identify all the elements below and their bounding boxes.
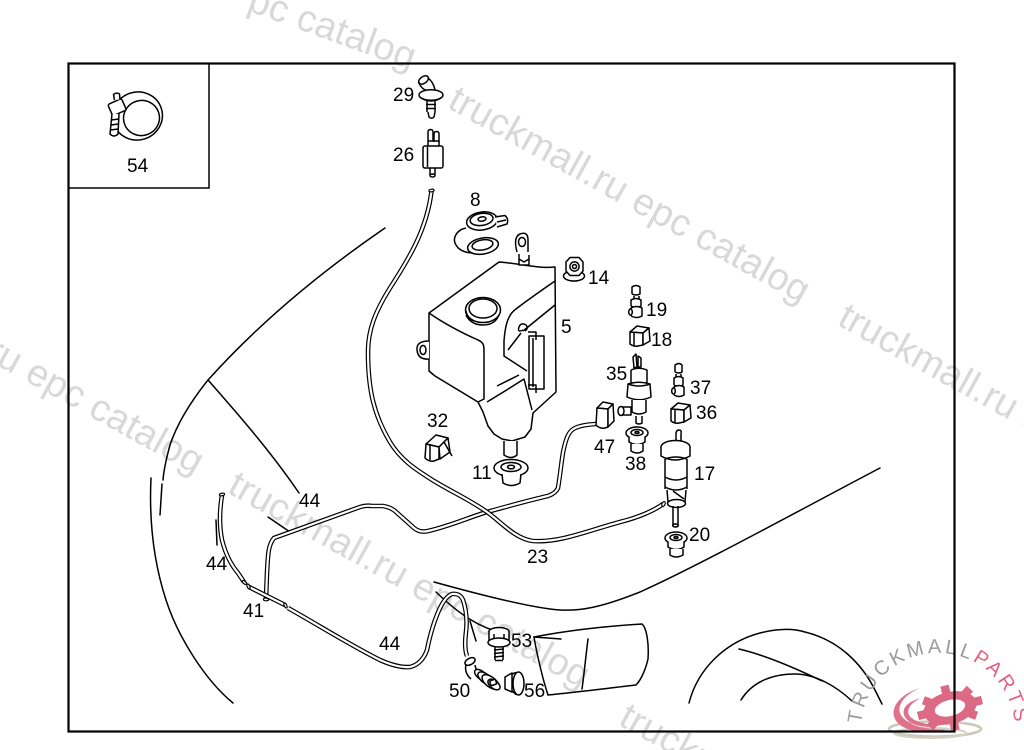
- svg-text:50: 50: [449, 681, 470, 702]
- svg-text:11: 11: [472, 463, 492, 484]
- svg-text:47: 47: [594, 437, 615, 458]
- svg-text:44: 44: [379, 634, 401, 655]
- svg-text:56: 56: [524, 681, 545, 702]
- svg-text:14: 14: [588, 268, 610, 289]
- svg-text:35: 35: [606, 364, 627, 385]
- svg-text:29: 29: [393, 85, 414, 106]
- svg-text:53: 53: [511, 631, 532, 652]
- svg-text:26: 26: [393, 145, 414, 166]
- svg-text:32: 32: [427, 411, 448, 432]
- svg-text:36: 36: [696, 403, 717, 424]
- svg-text:37: 37: [690, 378, 711, 399]
- svg-text:20: 20: [689, 525, 710, 546]
- svg-text:17: 17: [694, 464, 715, 485]
- svg-text:5: 5: [561, 317, 572, 338]
- svg-text:8: 8: [470, 190, 481, 211]
- svg-text:23: 23: [527, 547, 548, 568]
- svg-text:41: 41: [243, 601, 264, 622]
- svg-text:19: 19: [646, 300, 667, 321]
- svg-text:44: 44: [299, 491, 321, 512]
- svg-text:44: 44: [206, 554, 228, 575]
- svg-text:54: 54: [127, 156, 149, 177]
- svg-text:38: 38: [625, 454, 646, 475]
- svg-text:18: 18: [651, 330, 672, 351]
